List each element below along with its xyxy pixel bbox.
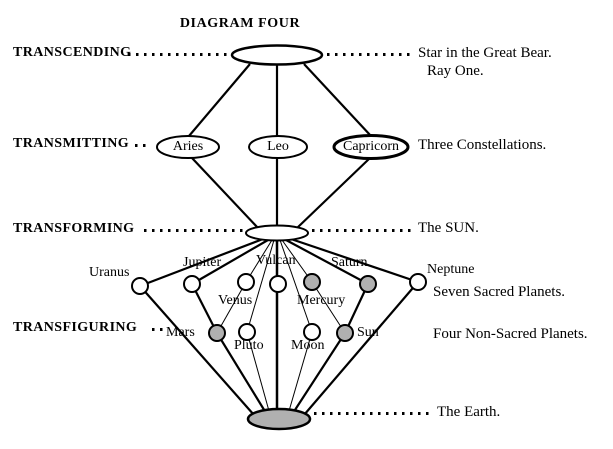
- level-label-transforming: TRANSFORMING: [13, 221, 135, 236]
- line-mercury-to-sun2: [311, 281, 346, 334]
- line-moon-to-earth: [288, 331, 313, 412]
- line-sun-to-moon: [279, 239, 313, 333]
- sun2-circle: [336, 324, 354, 342]
- node-label-mercury: Mercury: [297, 293, 346, 308]
- line-sun2-to-earth: [292, 332, 346, 414]
- line-saturn-to-sun2: [344, 283, 369, 334]
- level-label-transcending: TRANSCENDING: [13, 45, 132, 60]
- node-label-jupiter: Jupiter: [183, 255, 222, 270]
- venus-circle: [237, 273, 255, 291]
- level-label-transfiguring: TRANSFIGURING: [13, 320, 138, 335]
- line-sun-to-saturn: [285, 239, 369, 285]
- thick-connector-lines: [139, 63, 419, 416]
- text-ray-one: Ray One.: [427, 63, 484, 79]
- page-title: DIAGRAM FOUR: [179, 16, 301, 31]
- leo-ellipse: [248, 135, 308, 159]
- capricorn-ellipse: [332, 134, 410, 160]
- node-label-capricorn: Capricorn: [343, 139, 399, 154]
- line-sun-to-jupiter: [191, 239, 269, 285]
- dotted-leader-earth: [314, 412, 432, 415]
- line-aries-to-sun: [191, 157, 259, 229]
- line-sun-to-neptune: [290, 237, 419, 284]
- line-venus-to-mars: [216, 281, 247, 334]
- line-sun-to-uranus: [139, 237, 264, 288]
- thin-connector-lines: [216, 239, 346, 412]
- dotted-leader-transcending-right: [327, 53, 415, 56]
- jupiter-circle: [183, 275, 201, 293]
- node-label-leo: Leo: [267, 139, 289, 154]
- saturn-circle: [359, 275, 377, 293]
- pluto-circle: [238, 323, 256, 341]
- node-label-pluto: Pluto: [234, 338, 264, 353]
- text-seven-sacred-planets: Seven Sacred Planets.: [433, 284, 566, 300]
- line-top-to-aries: [188, 63, 251, 137]
- dotted-leader-transforming-right: [312, 229, 412, 232]
- line-capricorn-to-sun: [296, 157, 371, 229]
- text-three-constellations: Three Constellations.: [418, 137, 547, 153]
- node-label-sun: Sun: [357, 325, 379, 340]
- text-the-sun: The SUN.: [418, 220, 479, 236]
- diagram-nodes: [131, 44, 427, 431]
- dotted-leader-transfiguring: [152, 328, 165, 331]
- line-sun-to-pluto: [246, 239, 275, 333]
- line-jupiter-to-mars: [191, 283, 218, 334]
- dotted-leader-transforming-left: [144, 229, 244, 232]
- level-label-transmitting: TRANSMITTING: [13, 136, 130, 151]
- dotted-leader-transcending-left: [128, 53, 230, 56]
- node-label-neptune: Neptune: [427, 262, 475, 277]
- mars-circle: [208, 324, 226, 342]
- text-star-great-bear: Star in the Great Bear.: [418, 45, 552, 61]
- uranus-circle: [131, 277, 149, 295]
- node-label-vulcan: Vulcan: [256, 253, 296, 268]
- text-four-non-sacred-planets: Four Non-Sacred Planets.: [433, 326, 588, 342]
- node-label-moon: Moon: [291, 338, 325, 353]
- vulcan-circle: [269, 275, 287, 293]
- node-label-venus: Venus: [218, 293, 253, 308]
- neptune-circle: [409, 273, 427, 291]
- line-pluto-to-earth: [246, 331, 270, 412]
- line-top-to-capricorn: [303, 63, 372, 137]
- dotted-leader-transmitting: [135, 144, 150, 147]
- line-uranus-to-earth: [139, 285, 255, 416]
- mercury-circle: [303, 273, 321, 291]
- aries-ellipse: [156, 135, 220, 159]
- node-label-uranus: Uranus: [89, 265, 130, 280]
- node-label-aries: Aries: [172, 139, 204, 154]
- line-mars-to-earth: [216, 332, 267, 414]
- moon-circle: [303, 323, 321, 341]
- sun-ellipse: [245, 224, 309, 242]
- earth-ellipse: [246, 407, 312, 431]
- text-the-earth: The Earth.: [437, 404, 501, 420]
- node-label-saturn: Saturn: [331, 255, 368, 270]
- line-neptune-to-earth: [303, 281, 419, 416]
- great-bear-ellipse: [230, 44, 324, 66]
- node-label-mars: Mars: [166, 325, 195, 340]
